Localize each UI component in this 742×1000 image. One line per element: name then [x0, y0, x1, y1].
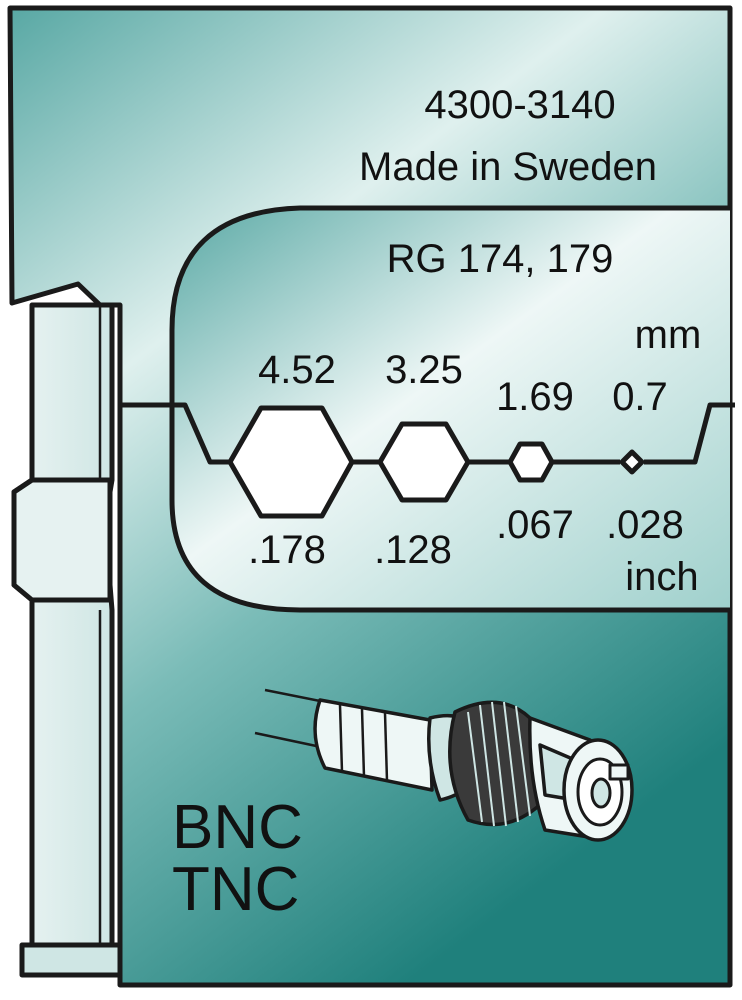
origin-label: Made in Sweden [359, 145, 657, 189]
rail-foot [19, 942, 123, 978]
die-left-rail [11, 302, 115, 948]
cavity-2-inch: .128 [374, 528, 452, 572]
crimp-profile-line [122, 402, 735, 465]
unit-imperial: inch [625, 555, 698, 599]
hex-cavity-tiny [619, 449, 645, 475]
hex-cavity-large [227, 405, 355, 519]
cavity-4-inch: .028 [606, 503, 684, 547]
cavity-4-mm: 0.7 [612, 375, 668, 419]
hex-cavity-medium [377, 421, 471, 503]
cavity-1-inch: .178 [248, 528, 326, 572]
rail-tab-notch [11, 477, 113, 603]
cavity-3-inch: .067 [496, 503, 574, 547]
cable-types: RG 174, 179 [387, 237, 614, 281]
cavity-1-mm: 4.52 [258, 348, 336, 392]
connector-type-1: BNC [172, 793, 303, 862]
hex-cavity-small [507, 441, 555, 483]
cavity-3-mm: 1.69 [496, 375, 574, 419]
part-number: 4300-3140 [424, 83, 615, 127]
bnc-connector-illustration [254, 688, 634, 842]
unit-metric: mm [635, 313, 702, 357]
cavity-2-mm: 3.25 [385, 348, 463, 392]
connector-type-2: TNC [172, 855, 299, 924]
